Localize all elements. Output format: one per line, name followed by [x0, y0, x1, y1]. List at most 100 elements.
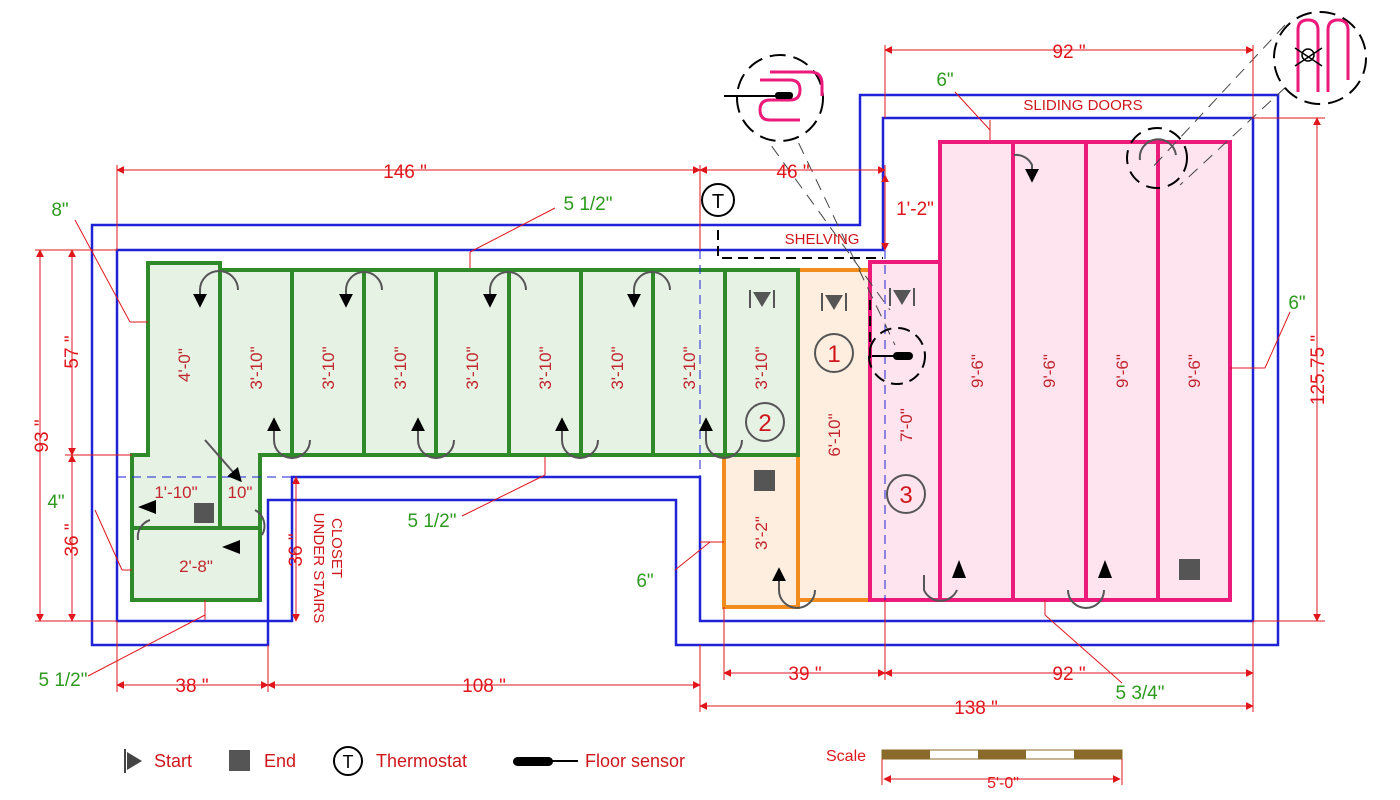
zone-2-circle: [745, 402, 785, 442]
turn-arrow: [411, 417, 455, 459]
zone-3-area: [868, 140, 1232, 602]
legend: Start End T Thermostat Floor sensor: [124, 746, 685, 776]
run-6-10: 6'-10": [825, 413, 844, 456]
run-green-5: 3'-10": [536, 346, 555, 389]
turn-arrow: [1138, 138, 1177, 161]
turn-arrow: [254, 509, 266, 536]
run-pink-4: 9'-6": [1185, 354, 1204, 388]
run-pink-1: 9'-6": [968, 354, 987, 388]
dim-46: 46 ": [776, 162, 809, 183]
closet-label-line1: CLOSET: [328, 518, 345, 578]
dim-125-75: 125.75 ": [1308, 335, 1329, 405]
dim-1-2: 1'-2": [896, 199, 934, 220]
dim-92-bottom: 92 ": [1052, 664, 1085, 685]
dim-92-top: 92 ": [1052, 42, 1085, 63]
note-6-bottom: 6": [636, 571, 653, 592]
note-5-1-2-top: 5 1/2": [563, 194, 612, 215]
turn-arrow: [923, 575, 958, 602]
start-markers: [749, 288, 915, 311]
end-icon: [194, 503, 214, 523]
run-green-8: 3'-10": [752, 346, 771, 389]
scale-bar: Scale 5'-0": [826, 748, 1123, 792]
legend-end-label: End: [264, 751, 296, 771]
dim-146: 146 ": [383, 162, 427, 183]
note-5-1-2-bottom: 5 1/2": [38, 670, 87, 691]
sliding-doors-label: SLIDING DOORS: [1023, 97, 1142, 114]
turn-arrow: [1013, 153, 1039, 183]
start-icon: [893, 290, 911, 305]
turn-arrow: [483, 271, 527, 308]
run-7-0: 7'-0": [897, 408, 916, 442]
turn-arrow: [1067, 589, 1105, 609]
end-markers: [194, 470, 1200, 580]
dim-36-left: 36 ": [62, 523, 83, 556]
turn-arrow: [772, 567, 816, 609]
dimension-lines: [35, 45, 1325, 712]
note-6-top: 6": [936, 70, 953, 91]
run-green-2: 3'-10": [319, 346, 338, 389]
thermostat-letter: T: [712, 191, 724, 213]
closet-label-line2: UNDER STAIRS: [310, 513, 327, 624]
scale-value: 5'-0": [987, 775, 1019, 792]
run-green-4: 3'-10": [463, 346, 482, 389]
run-green-6: 3'-10": [608, 346, 627, 389]
note-8: 8": [51, 200, 68, 221]
turn-arrow: [193, 270, 239, 308]
legend-start-icon: [124, 749, 142, 773]
detail-bubble-sensor: [724, 54, 824, 142]
floor-sensor-symbol: [868, 327, 926, 385]
dim-108: 108 ": [462, 676, 506, 697]
flow-turn-arrows: [136, 138, 1177, 609]
turn-arrow: [267, 417, 311, 459]
run-pink-2: 9'-6": [1040, 354, 1059, 388]
run-green-1: 3'-10": [247, 346, 266, 389]
legend-thermostat-icon: T: [333, 746, 363, 776]
outer-wall: [90, 93, 1280, 647]
turn-arrow: [136, 519, 151, 541]
legend-floor-sensor-label: Floor sensor: [585, 751, 685, 771]
run-length-labels: 4'-0" 3'-10" 3'-10" 3'-10" 3'-10" 3'-10"…: [154, 346, 1204, 576]
turn-arrow: [627, 271, 671, 308]
dim-36-mid: 36 ": [286, 533, 307, 566]
room-labels: SLIDING DOORS SHELVING CLOSET UNDER STAI…: [310, 97, 1143, 623]
run-green-3: 3'-10": [391, 346, 410, 389]
blue-guide-lines: [117, 175, 886, 610]
dim-138: 138 ": [954, 698, 998, 719]
start-icon: [825, 295, 843, 310]
flow-straight-arrows: [138, 500, 1112, 578]
start-icon: [753, 292, 771, 307]
legend-floor-sensor-icon: [513, 757, 578, 766]
dim-93: 93 ": [32, 419, 53, 452]
detail-target-circle: [1126, 127, 1188, 189]
thermostat-symbol: T: [701, 183, 735, 217]
turn-arrow: [699, 417, 743, 459]
notes: 8" 5 1/2" 4" 5 1/2" 5 1/2" 6" 6" 6" 5 3/…: [38, 70, 1305, 704]
detail-bubble-cut: [1273, 11, 1367, 105]
turn-arrow: [204, 439, 242, 483]
legend-thermostat-label: Thermostat: [376, 751, 467, 771]
shelving-label: SHELVING: [785, 231, 860, 248]
zone-2-area: [130, 261, 800, 602]
zone-3-circle: [886, 474, 926, 514]
inner-wall: [115, 116, 1255, 623]
end-icon: [754, 470, 775, 491]
legend-end-icon: [229, 750, 250, 771]
dim-38: 38 ": [175, 676, 208, 697]
run-10: 10": [228, 483, 253, 502]
note-6-right: 6": [1288, 293, 1305, 314]
end-icon: [1179, 559, 1200, 580]
run-1-10: 1'-10": [154, 483, 197, 502]
run-3-2: 3'-2": [752, 516, 771, 550]
dim-39: 39 ": [788, 664, 821, 685]
scale-label: Scale: [826, 748, 866, 765]
svg-text:T: T: [343, 752, 354, 772]
shelving-outline: [717, 230, 883, 362]
dimension-texts: 146 " 46 " 92 " 1'-2" 93 " 57 " 36 " 36 …: [32, 42, 1329, 719]
run-4-0: 4'-0": [175, 348, 194, 382]
run-green-7: 3'-10": [680, 346, 699, 389]
run-pink-3: 9'-6": [1113, 354, 1132, 388]
note-5-1-2-mid: 5 1/2": [407, 511, 456, 532]
zone-markers: 1 2 3: [745, 333, 926, 514]
zone-1-number: 1: [827, 341, 840, 368]
